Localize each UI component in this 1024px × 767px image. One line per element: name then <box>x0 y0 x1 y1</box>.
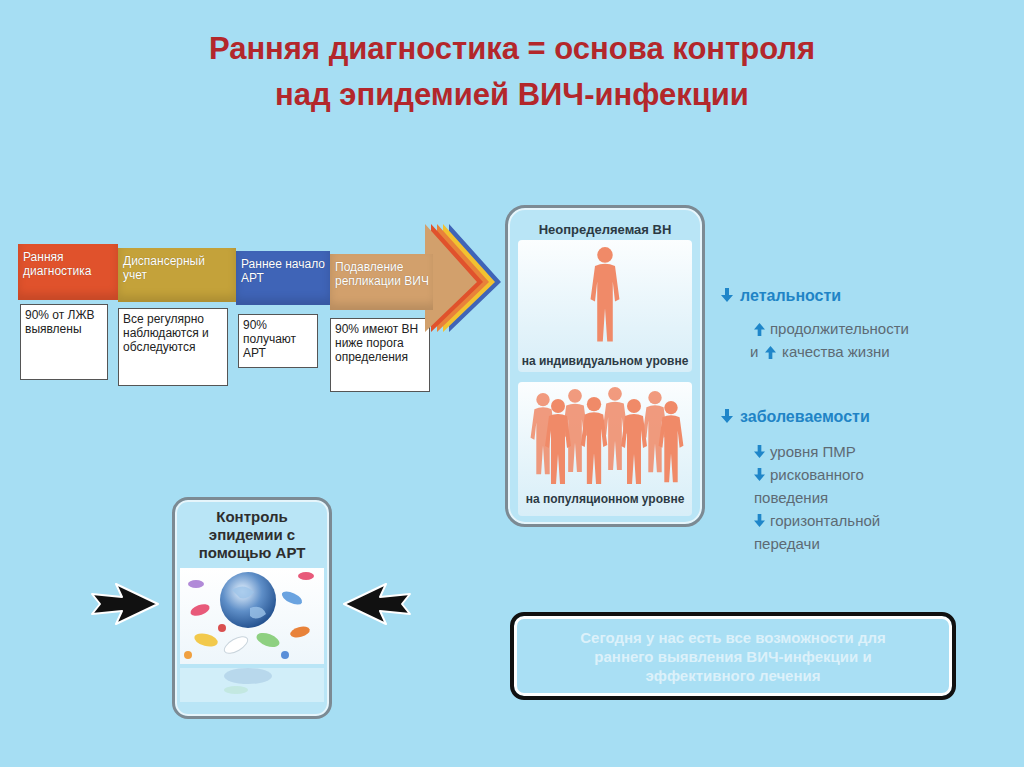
up-arrow-icon <box>765 346 776 359</box>
effect-item: продолжительности <box>754 317 984 340</box>
stage-band: Ранняя диагностика <box>18 244 118 300</box>
effect-item: уровня ПМР <box>754 440 954 463</box>
arrow-shape <box>433 224 501 332</box>
target-box: 90% от ЛЖВ выявлены <box>20 304 108 380</box>
arrow-shape <box>431 224 483 332</box>
message-box: Сегодня у нас есть все возможности для р… <box>510 612 956 700</box>
flow-arrow <box>425 224 501 332</box>
effect-item: и <box>750 340 770 363</box>
diagram-title: Ранняя диагностика = основа контроля над… <box>192 26 832 118</box>
node-text: Контроль эпидемии с помощью АРТ <box>185 508 319 562</box>
node-text: 90% от ЛЖВ выявлены <box>25 308 103 336</box>
node-text: Подавление репликации ВИЧ <box>335 260 430 288</box>
target-box: 90% имеют ВН ниже порога определения <box>330 318 430 392</box>
arrow-shape <box>433 224 495 332</box>
target-box: Все регулярно наблюдаются и обследуются <box>118 308 228 386</box>
node-text: Неопределяемая ВН <box>508 222 702 237</box>
node-subtext: на индивидуальном уровне <box>508 354 702 368</box>
down-arrow-icon <box>754 445 765 458</box>
node-text: 90% получают АРТ <box>243 318 313 360</box>
down-arrow-icon <box>721 288 733 302</box>
down-arrow-icon <box>754 514 765 527</box>
node-text: Раннее начало АРТ <box>241 257 325 285</box>
node-text: Ранняя диагностика <box>23 250 113 278</box>
stage-band: Подавление репликации ВИЧ <box>330 254 435 310</box>
outcome-box: Неопределяемая ВН на индивидуальном уровн… <box>505 205 705 527</box>
down-arrow-icon <box>721 409 733 423</box>
pointer-arrow <box>92 584 158 624</box>
up-arrow-icon <box>754 323 765 336</box>
effect-heading: заболеваемости <box>740 405 940 428</box>
node-subtext: на популяционном уровне <box>508 492 702 506</box>
node-text: 90% имеют ВН ниже порога определения <box>335 322 425 364</box>
effect-item: рискованного поведения <box>754 463 924 509</box>
target-box: 90% получают АРТ <box>238 314 318 368</box>
stage-band: Диспансерный учет <box>118 248 236 302</box>
node-text: Все регулярно наблюдаются и обследуются <box>123 312 223 354</box>
effect-heading: летальности <box>740 284 940 307</box>
stage-band: Раннее начало АРТ <box>236 251 330 305</box>
arrow-shape <box>433 224 489 332</box>
effect-item: горизонтальной передачи <box>754 509 924 555</box>
down-arrow-icon <box>754 468 765 481</box>
pointer-arrow <box>344 584 410 624</box>
effect-item: качества жизни <box>782 340 982 363</box>
node-text: Диспансерный учет <box>123 254 231 282</box>
control-box: Контроль эпидемии с помощью АРТ <box>172 497 332 719</box>
node-text: Сегодня у нас есть все возможности для р… <box>554 628 912 685</box>
